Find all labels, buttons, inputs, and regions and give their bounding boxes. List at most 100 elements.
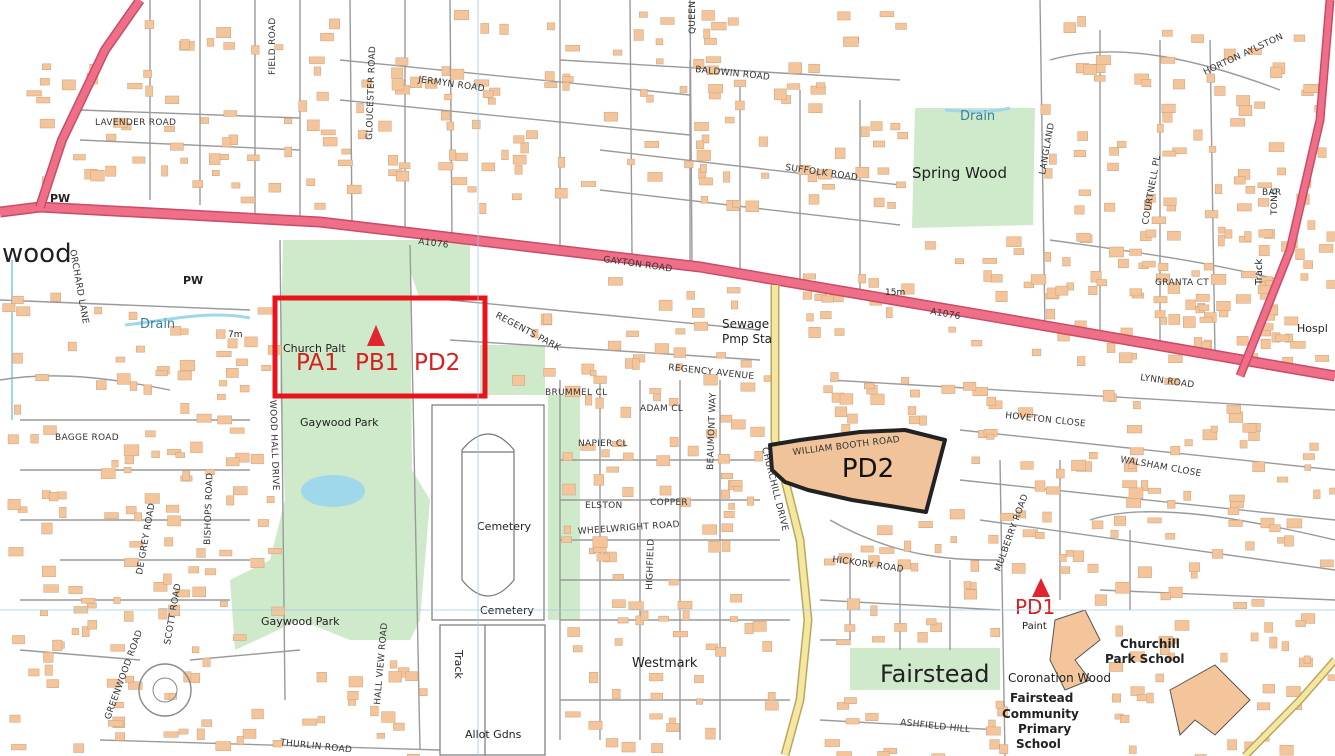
building	[824, 739, 840, 747]
building	[673, 631, 688, 638]
building	[1167, 652, 1175, 661]
building	[329, 18, 340, 30]
building	[877, 167, 890, 175]
track-label-2: Track	[1254, 259, 1265, 286]
building	[745, 200, 759, 213]
site-pd2[interactable]: PD2	[768, 428, 947, 514]
building	[1122, 480, 1138, 489]
building	[1076, 232, 1091, 242]
building	[774, 88, 787, 101]
building	[151, 450, 160, 458]
building	[1045, 486, 1061, 495]
building	[100, 468, 116, 479]
building	[883, 747, 897, 755]
cemetery-edge-green	[548, 395, 580, 620]
building	[677, 600, 693, 610]
building	[71, 627, 80, 635]
building	[145, 430, 156, 438]
fairstead-school-label-4: School	[1016, 737, 1061, 751]
building	[196, 548, 206, 558]
building	[1223, 48, 1236, 61]
building	[694, 122, 709, 131]
building	[1160, 56, 1176, 64]
highlight-box[interactable]	[272, 295, 488, 399]
building	[1233, 176, 1246, 185]
building	[995, 290, 1008, 302]
building	[622, 487, 634, 498]
building	[268, 183, 282, 193]
building	[589, 370, 597, 377]
building	[1251, 599, 1265, 607]
building	[1217, 234, 1225, 247]
building	[1087, 563, 1099, 573]
building	[1237, 203, 1252, 212]
building	[1269, 636, 1278, 649]
building	[650, 692, 663, 701]
building	[1031, 348, 1042, 357]
building	[1224, 229, 1233, 239]
building	[233, 486, 248, 496]
site-pd2-boundary[interactable]	[768, 428, 947, 514]
building	[488, 97, 496, 105]
building	[950, 536, 958, 543]
building	[42, 63, 52, 70]
building	[1117, 141, 1127, 148]
building	[454, 9, 470, 21]
building	[166, 504, 180, 513]
street-line	[829, 379, 1335, 411]
building	[167, 448, 182, 456]
building	[639, 11, 648, 18]
building	[128, 311, 138, 320]
building	[1257, 702, 1270, 711]
building	[113, 702, 124, 709]
building	[788, 62, 802, 74]
building	[605, 738, 619, 748]
cemetery-layout	[431, 404, 546, 756]
building	[620, 406, 632, 418]
building	[1109, 662, 1124, 672]
churchill-school-label-1: Churchill	[1120, 637, 1180, 651]
building	[931, 753, 946, 756]
building	[399, 162, 411, 169]
building	[919, 415, 927, 426]
building	[499, 23, 509, 35]
pd1-marker-group[interactable]: PD1 Paint	[1015, 578, 1055, 632]
building	[247, 154, 260, 161]
pd1-marker-icon[interactable]	[1032, 578, 1050, 597]
building	[877, 751, 890, 756]
building	[917, 632, 928, 643]
building	[658, 615, 669, 622]
building	[887, 201, 896, 209]
building	[1302, 453, 1315, 460]
highlight-box-group[interactable]: Church Palt PA1 PB1 PD2	[272, 295, 488, 399]
building	[68, 585, 83, 595]
building	[711, 21, 727, 31]
building	[41, 522, 53, 535]
building	[1162, 112, 1173, 123]
building	[1055, 285, 1069, 296]
building	[1154, 310, 1166, 319]
building	[50, 292, 61, 302]
building	[317, 716, 326, 724]
spring-wood-label: Spring Wood	[912, 164, 1007, 182]
building	[870, 605, 878, 617]
street-line	[559, 59, 901, 81]
building	[1241, 271, 1256, 279]
street-beaumont-way: BEAUMONT WAY	[706, 392, 719, 470]
building	[706, 429, 717, 438]
building	[129, 381, 138, 391]
building	[1126, 497, 1141, 508]
building	[175, 589, 190, 598]
building	[158, 608, 168, 620]
building	[94, 306, 103, 315]
building	[314, 202, 326, 210]
building	[762, 641, 773, 652]
building	[216, 329, 226, 339]
building	[163, 731, 179, 738]
building	[729, 480, 743, 487]
building	[1129, 651, 1145, 662]
building	[608, 277, 623, 286]
building	[949, 509, 965, 520]
building	[627, 158, 635, 165]
